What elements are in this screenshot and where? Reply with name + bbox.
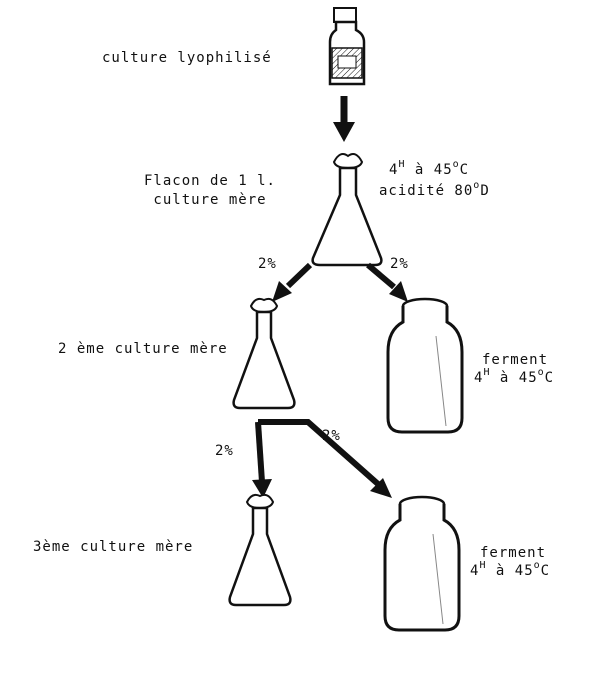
percentage-label: 2% — [322, 428, 341, 444]
degree-sign: o — [537, 367, 545, 378]
degree-sign: o — [533, 560, 541, 571]
arrow-icon — [252, 421, 272, 498]
milk-bottle-icon — [386, 297, 464, 434]
third-culture-label: 3ème culture mère — [33, 539, 194, 555]
acidity-label: acidité 80oD — [379, 180, 490, 200]
flask-volume-label: Flacon de 1 l. — [143, 173, 276, 189]
incubation-condition: 4H à 45oC — [474, 367, 555, 387]
degree-sign: o — [452, 159, 460, 170]
percentage-label: 2% — [215, 443, 234, 459]
lyophilised-culture-label: culture lyophilisé — [102, 50, 272, 66]
vial-icon — [328, 7, 366, 86]
arrow-icon — [366, 262, 408, 302]
incubation-condition: 4H à 45oC — [470, 560, 551, 580]
hours-value: 4 — [389, 162, 399, 178]
percentage-label: 2% — [258, 256, 277, 272]
second-culture-label: 2 ème culture mère — [58, 341, 228, 357]
erlenmeyer-flask-icon — [311, 153, 383, 267]
celsius-unit: C — [459, 162, 470, 178]
erlenmeyer-flask-icon — [232, 297, 296, 410]
celsius-unit: C — [544, 370, 555, 386]
milk-bottle-icon — [383, 495, 461, 632]
arrow-icon — [272, 262, 313, 302]
dornic-unit: D — [480, 183, 490, 199]
mother-culture-label: culture mère — [153, 192, 267, 208]
ferment-label: ferment — [482, 352, 549, 368]
hours-value: 4 — [470, 563, 480, 579]
temperature-value: à 45 — [495, 563, 534, 579]
celsius-unit: C — [540, 563, 551, 579]
arrow-icon — [258, 419, 392, 498]
degree-sign: o — [473, 180, 481, 191]
percentage-label: 2% — [390, 256, 409, 272]
hours-unit: H — [483, 367, 491, 378]
acidity-value: acidité 80 — [379, 183, 474, 199]
temperature-value: à 45 — [499, 370, 538, 386]
hours-unit: H — [398, 159, 406, 170]
erlenmeyer-flask-icon — [228, 493, 292, 607]
hours-unit: H — [479, 560, 487, 571]
temperature-value: à 45 — [414, 162, 453, 178]
arrow-icon — [333, 96, 355, 142]
ferment-label: ferment — [480, 545, 547, 561]
hours-value: 4 — [474, 370, 484, 386]
incubation-condition: 4H à 45oC — [389, 159, 470, 179]
